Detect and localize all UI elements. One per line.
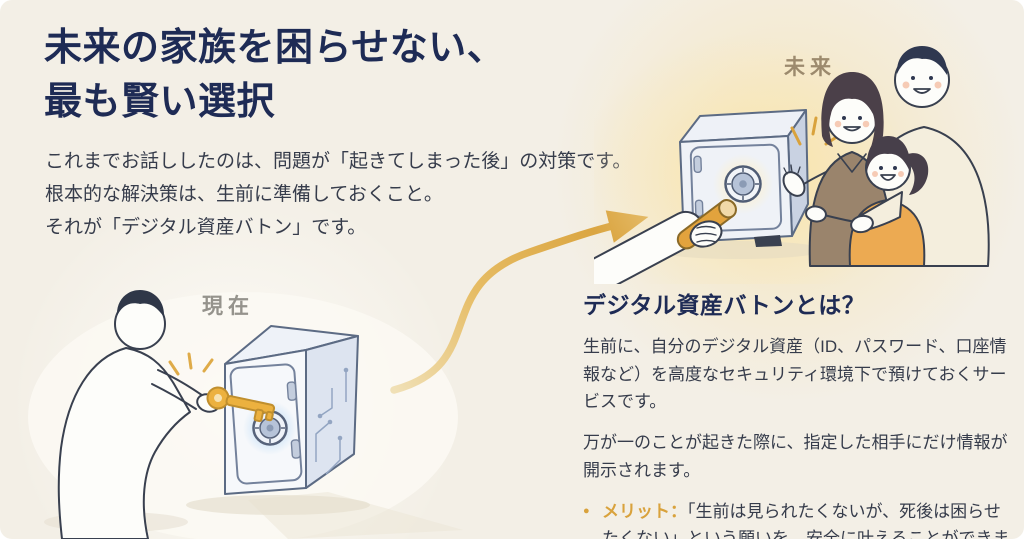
circuit-dots — [317, 367, 349, 441]
present-scene-illustration — [28, 290, 463, 539]
father-arm — [850, 191, 903, 234]
info-heading: デジタル資産バトンとは？ — [583, 292, 866, 318]
intro-line2: 根本的な解決策は、生前に準備しておくこと。 — [45, 183, 443, 205]
father-hair — [896, 46, 948, 75]
merit-label: メリット： — [602, 501, 687, 521]
safe-dial — [713, 154, 773, 214]
safe-door — [689, 143, 783, 233]
safe-door — [229, 363, 303, 485]
page-title-line1: 未来の家族を困らせない、 — [44, 27, 506, 69]
bullet-icon: ● — [583, 504, 590, 517]
girl-hair — [866, 136, 911, 172]
intro-line1: これまでお話ししたのは、問題が「起きてしまった後」の対策です。 — [45, 151, 632, 172]
man-figure — [57, 290, 220, 539]
family-illustration — [782, 46, 990, 267]
info-paragraph-2: 万が一のことが起きた際に、指定した相手にだけ情報が開示されます。 — [583, 433, 1008, 480]
safe-shadow — [186, 495, 370, 515]
merit-text: 「生前は見られたくないが、死後は困らせたくない」という願いを、安全に叶えることが… — [602, 501, 1010, 539]
safe-foot — [754, 235, 782, 247]
circuit-pattern — [315, 370, 347, 475]
man-hair — [116, 290, 165, 317]
info-block: デジタル資産バトンとは？ 生前に、自分のデジタル資産（ID、パスワード、口座情報… — [583, 286, 1011, 539]
hand-baton-illustration — [594, 199, 737, 284]
golden-key-icon — [206, 386, 276, 423]
page-title-line2: 最も賢い選択 — [44, 80, 276, 123]
flow-arrow-icon — [390, 210, 649, 394]
mother-hair — [821, 72, 884, 147]
sparkle-icon — [168, 352, 214, 376]
page-title: 未来の家族を困らせない、 最も賢い選択 — [44, 22, 505, 130]
merit-item: ● メリット：「生前は見られたくないが、死後は困らせたくない」という願いを、安全に… — [583, 498, 1011, 539]
intro-line3: それが「デジタル資産バトン」です。 — [45, 216, 367, 238]
girl-hand — [805, 205, 827, 223]
intro-paragraph: これまでお話ししたのは、問題が「起きてしまった後」の対策です。 根本的な解決策は… — [45, 146, 631, 245]
girl-ponytail — [908, 153, 929, 195]
future-label: 未来 — [784, 56, 836, 79]
future-scene-illustration — [594, 34, 990, 284]
present-label: 現在 — [202, 295, 254, 318]
info-paragraph-1: 生前に、自分のデジタル資産（ID、パスワード、口座情報など）を高度なセキュリティ… — [583, 337, 1007, 412]
